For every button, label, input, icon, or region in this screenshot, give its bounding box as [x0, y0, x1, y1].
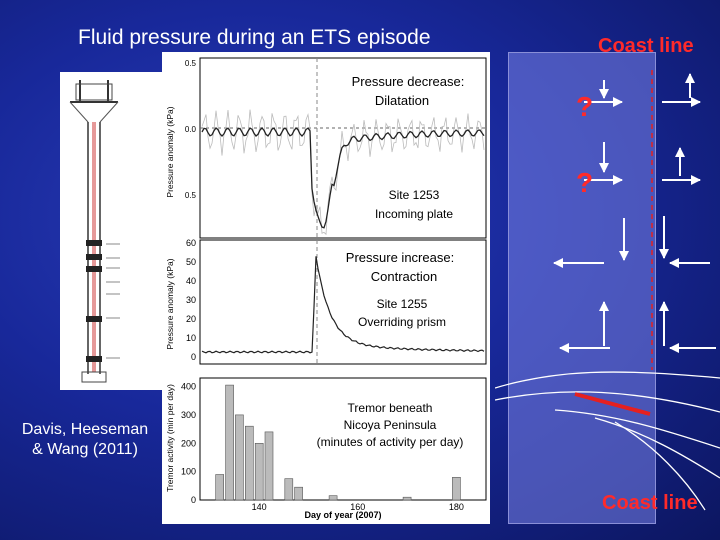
p3-xlabel: Day of year (2007)	[304, 510, 381, 520]
tremor-bar	[264, 431, 274, 501]
tremor-bar	[402, 496, 412, 501]
trench-red-line	[574, 392, 651, 416]
p2-ylabel: Pressure anomaly (kPa)	[165, 258, 175, 349]
p3-ytick-label: 200	[181, 438, 196, 448]
tremor-bar	[254, 442, 264, 501]
p2-annotation-line-2: Contraction	[371, 269, 437, 284]
coast-line-label-top: Coast line	[598, 35, 694, 57]
coast-line-label-bottom: Coast line	[602, 492, 698, 514]
tremor-bar	[215, 474, 225, 501]
p3-xtick-label: 140	[252, 502, 267, 512]
question-mark-1: ?	[576, 91, 593, 122]
p1-raw-series	[201, 109, 485, 236]
p1-tick-0: 0.5	[185, 59, 197, 68]
p2-tick-0: 60	[186, 238, 196, 248]
citation-line-2: & Wang (2011)	[32, 441, 138, 458]
citation-line-1: Davis, Heeseman	[21, 421, 149, 438]
question-mark-2: ?	[576, 167, 593, 198]
p1-annotation-line-1: Pressure decrease:	[352, 74, 465, 89]
p1-site-line-1: Site 1253	[389, 188, 440, 202]
p1-site-line-2: Incoming plate	[375, 207, 453, 221]
p1-tick-1: 0.0	[185, 125, 197, 134]
p1-smoothed-series	[201, 127, 485, 229]
tremor-bar	[294, 486, 303, 501]
p2-tick-2: 40	[186, 276, 196, 286]
tremor-bar	[225, 384, 234, 501]
tremor-bar	[452, 476, 461, 501]
p3-xtick-label: 160	[350, 502, 365, 512]
deformation-vectors: ? ?	[553, 70, 716, 370]
p2-site-line-1: Site 1255	[377, 297, 428, 311]
p2-tick-6: 0	[191, 352, 196, 362]
tremor-bar	[245, 425, 254, 501]
p3-ylabel: Tremor activity (min per day)	[165, 384, 175, 492]
p3-annotation-line-3: (minutes of activity per day)	[317, 435, 464, 449]
p3-annotation-line-2: Nicoya Peninsula	[344, 418, 437, 432]
borehole-schematic	[60, 72, 162, 390]
p3-annotation-line-1: Tremor beneath	[348, 401, 433, 415]
p2-tick-5: 10	[186, 333, 196, 343]
p2-site-line-2: Overriding prism	[358, 315, 446, 329]
tremor-bar	[235, 414, 244, 501]
p1-ylabel: Pressure anomaly (kPa)	[165, 106, 175, 197]
tremor-bar	[284, 478, 294, 501]
p2-tick-1: 50	[186, 257, 196, 267]
citation: Davis, Heeseman & Wang (2011)	[10, 420, 160, 460]
p3-ytick-label: 300	[181, 410, 196, 420]
p3-ytick-label: 400	[181, 382, 196, 392]
p3-ytick-label: 0	[191, 495, 196, 505]
p2-pressure-series	[201, 256, 485, 354]
coastal-map-panel	[508, 52, 656, 524]
p1-tick-2: 0.5	[185, 191, 197, 200]
slide-title: Fluid pressure during an ETS episode	[78, 26, 431, 49]
p2-annotation-line-1: Pressure increase:	[346, 250, 454, 265]
p3-xtick-label: 180	[449, 502, 464, 512]
p3-ytick-label: 100	[181, 467, 196, 477]
pressure-tremor-figure: 0.5 0.0 0.5 Pressure anomaly (kPa) Press…	[162, 52, 490, 524]
p1-annotation-line-2: Dilatation	[375, 93, 429, 108]
subduction-contours	[495, 371, 720, 511]
tremor-bar	[328, 495, 338, 501]
p2-tick-3: 30	[186, 295, 196, 305]
p2-tick-4: 20	[186, 314, 196, 324]
